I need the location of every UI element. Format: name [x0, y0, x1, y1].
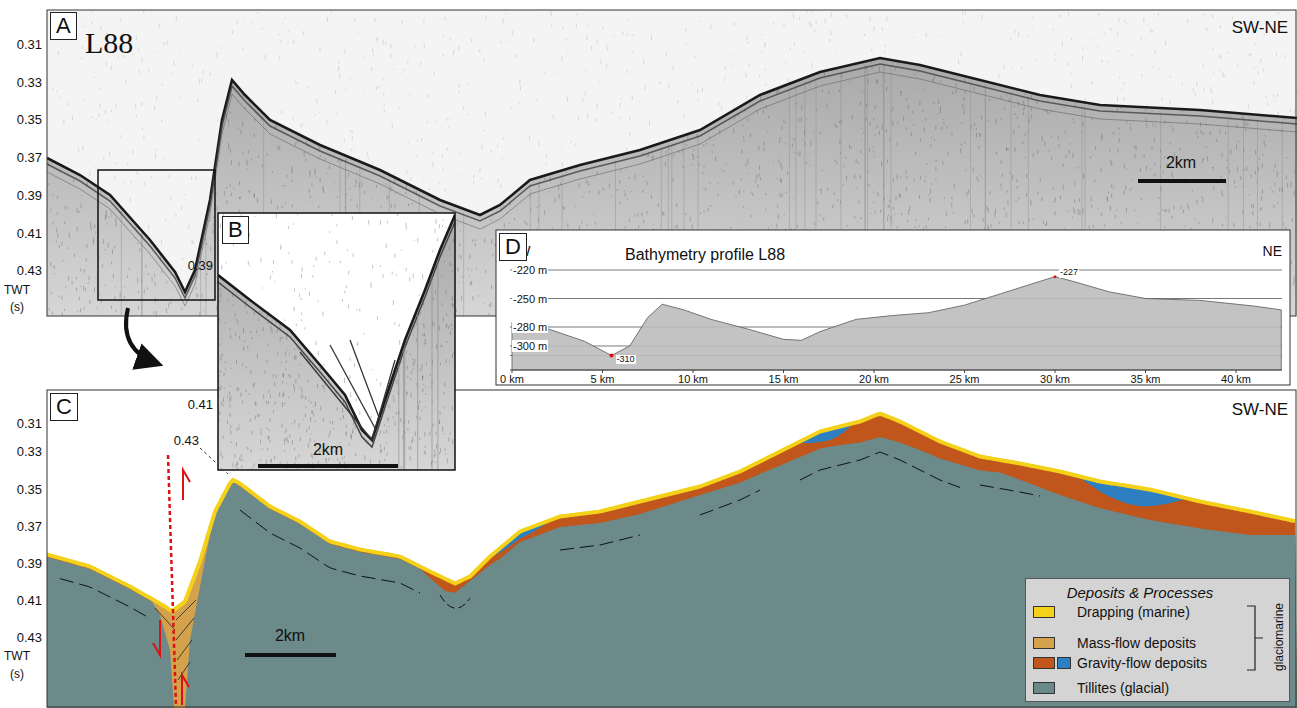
axis-tick: 0.41: [188, 398, 213, 412]
axis-tick: 0.35: [17, 113, 42, 127]
scale-label: 2km: [313, 441, 343, 459]
axis-tick: 0.33: [17, 445, 42, 459]
panel-letter-text: A: [56, 14, 71, 38]
distance-tick: 40 km: [1221, 373, 1251, 385]
orientation-label: NE: [1263, 244, 1282, 259]
bracket-label: glaciomarine: [1273, 603, 1286, 671]
distance-tick: 30 km: [1040, 373, 1070, 385]
distance-tick: 10 km: [678, 373, 708, 385]
scale-label: 2km: [275, 627, 305, 645]
legend-swatch: [1033, 637, 1055, 649]
legend-text: Drapping (marine): [1077, 603, 1190, 621]
axis-title: TWT: [4, 284, 30, 297]
distance-tick: 0 km: [500, 373, 524, 385]
depth-value: -227: [1059, 268, 1079, 278]
depth-value: -310: [616, 355, 636, 365]
axis-unit: (s): [10, 301, 24, 314]
distance-tick: 15 km: [769, 373, 799, 385]
axis-tick: 0.31: [17, 417, 42, 431]
axis-tick: 0.33: [17, 76, 42, 90]
axis-tick: 0.39: [17, 189, 42, 203]
axis-tick: 0.39: [188, 259, 213, 273]
distance-tick: 20 km: [859, 373, 889, 385]
scale-label: 2km: [1166, 154, 1196, 172]
axis-tick: 0.37: [17, 151, 42, 165]
distance-tick: 5 km: [591, 373, 615, 385]
chart-title: Bathymetry profile L88: [625, 246, 785, 264]
distance-tick: 35 km: [1131, 373, 1161, 385]
depth-tick: -220 m: [512, 264, 548, 276]
panel-letter-text: C: [56, 395, 72, 419]
legend-swatch: [1033, 657, 1055, 669]
orientation-label: SW-NE: [1232, 19, 1288, 38]
orientation-label: SW-NE: [1232, 401, 1288, 420]
interpreted-section: [47, 412, 1297, 708]
legend-text: Gravity-flow deposits: [1077, 654, 1207, 672]
depth-tick: -250 m: [512, 292, 548, 304]
panel-letter: C: [50, 393, 78, 421]
legend-swatch-extra: [1057, 657, 1071, 669]
legend-entry: Gravity-flow deposits: [1033, 654, 1248, 672]
distance-tick: 25 km: [950, 373, 980, 385]
axis-tick: 0.41: [17, 594, 42, 608]
legend-swatch: [1033, 682, 1055, 694]
line-name: L88: [85, 26, 133, 59]
legend-text: Mass-flow deposits: [1077, 634, 1196, 652]
axis-tick: 0.43: [17, 264, 42, 278]
legend-swatch: [1033, 606, 1055, 618]
axis-unit: (s): [10, 668, 24, 681]
axis-tick: 0.31: [17, 38, 42, 52]
axis-tick: 0.43: [17, 631, 42, 645]
panel-letter: B: [222, 216, 249, 244]
legend-title: Deposits & Processes: [1067, 585, 1214, 602]
axis-title: TWT: [4, 650, 30, 663]
panel-letter: A: [50, 12, 77, 40]
legend-entry: Tillites (glacial): [1033, 679, 1248, 697]
axis-tick: 0.35: [17, 483, 42, 497]
axis-tick: 0.43: [174, 434, 199, 448]
axis-tick: 0.37: [17, 520, 42, 534]
axis-tick: 0.41: [17, 227, 42, 241]
depth-tick: -280 m: [512, 321, 548, 333]
depth-tick: -300 m: [512, 340, 548, 352]
legend-text: Tillites (glacial): [1077, 679, 1169, 697]
panel-letter: D: [499, 233, 527, 261]
legend-entry: Drapping (marine): [1033, 603, 1248, 621]
axis-tick: 0.39: [17, 557, 42, 571]
seismic-zoom: [218, 213, 455, 470]
legend-entry: Mass-flow deposits: [1033, 634, 1248, 652]
panel-letter-text: B: [228, 218, 243, 242]
panel-letter-text: D: [505, 235, 521, 259]
